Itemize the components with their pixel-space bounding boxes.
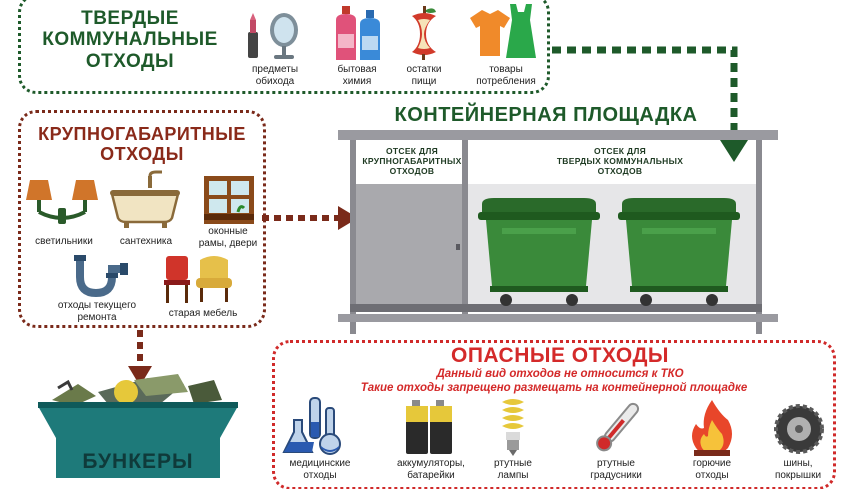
- bunker-icon: [38, 374, 238, 478]
- hazardous-item-2-caption: аккумуляторы,батарейки: [397, 458, 465, 481]
- hazardous-note-1: Данный вид отходов не относится к ТКО: [436, 368, 684, 380]
- bulky-title: КРУПНОГАБАРИТНЫЕ ОТХОДЫ: [24, 124, 260, 164]
- hazardous-note-2: Такие отходы запрещено размещать на конт…: [360, 382, 748, 394]
- cfl-lamp-icon: [502, 399, 524, 456]
- window-frame-icon: [204, 176, 254, 224]
- msw-title-line1: ТВЕРДЫЕ: [81, 8, 179, 29]
- bulky-item-2-caption: сантехника: [119, 236, 173, 247]
- pipe-icon: [74, 255, 128, 298]
- lab-flasks-icon: [282, 397, 341, 455]
- bulky-item-5-caption: старая мебель: [168, 308, 238, 319]
- waste-container-1: [478, 198, 600, 306]
- detergent-bottles-icon: [336, 6, 380, 60]
- chairs-icon: [164, 256, 232, 303]
- msw-title: ТВЕРДЫЕ КОММУНАЛЬНЫЕ ОТХОДЫ: [30, 8, 230, 72]
- msw-frame: [18, 0, 550, 94]
- fire-icon: [692, 400, 732, 456]
- apple-core-icon: [412, 6, 436, 60]
- hazardous-frame: [272, 340, 836, 489]
- hazardous-item-6-caption: шины,покрышки: [774, 458, 822, 481]
- batteries-icon: [406, 400, 452, 454]
- waste-container-2: [618, 198, 740, 306]
- bathtub-icon: [110, 170, 180, 228]
- clothes-icon: [470, 4, 536, 58]
- bulky-title-line1: КРУПНОГАБАРИТНЫЕ: [38, 124, 246, 144]
- hazardous-title: ОПАСНЫЕ ОТХОДЫ: [450, 344, 669, 367]
- thermometer-icon: [596, 402, 640, 452]
- site-title: КОНТЕЙНЕРНАЯ ПЛОЩАДКА: [394, 104, 698, 126]
- bulky-title-line2: ОТХОДЫ: [100, 144, 184, 165]
- wall-lamp-icon: [26, 180, 98, 224]
- mirror-lipstick-icon: [248, 13, 298, 59]
- tire-icon: [774, 404, 824, 454]
- bulky-compartment-title: ОТСЕК ДЛЯ КРУПНОГАБАРИТНЫХ ОТХОДОВ: [362, 146, 462, 177]
- bunker-label: БУНКЕРЫ: [82, 450, 194, 473]
- msw-compartment-title: ОТСЕК ДЛЯ ТВЕРДЫХ КОММУНАЛЬНЫХ ОТХОДОВ: [556, 146, 684, 177]
- msw-title-line3: ОТХОДЫ: [85, 50, 175, 72]
- bulky-item-1-caption: светильники: [35, 236, 93, 247]
- msw-title-line2: КОММУНАЛЬНЫЕ: [42, 29, 218, 51]
